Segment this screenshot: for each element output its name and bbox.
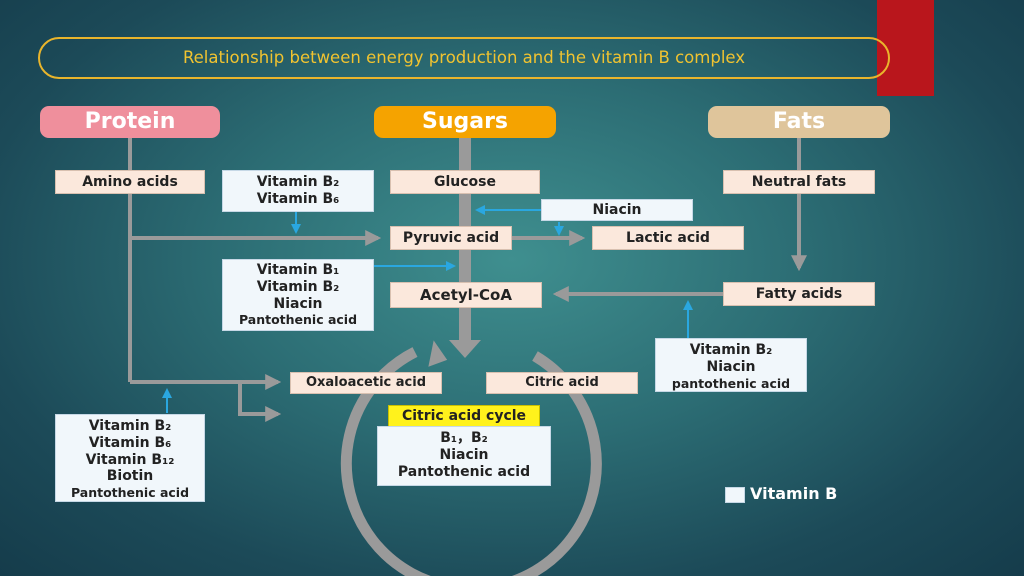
amino-acids-box: Amino acids <box>55 170 205 194</box>
fats-pathway <box>512 136 807 302</box>
citric-acid-cycle-ring <box>340 340 602 576</box>
diagram-title: Relationship between energy production a… <box>38 37 890 79</box>
fatty-acids-box: Fatty acids <box>723 282 875 306</box>
vitamin-label: Pantothenic acid <box>238 312 358 328</box>
sugars-header: Sugars <box>374 106 556 138</box>
vitamin-label: Vitamin B₆ <box>88 434 172 451</box>
cycle-cofactors-box: B₁，B₂ Niacin Pantothenic acid <box>377 426 551 486</box>
vitamin-label: Pantothenic acid <box>70 485 190 501</box>
vitamin-box-amino-acid-metabolism: Vitamin B₂ Vitamin B₆ Vitamin B₁₂ Biotin… <box>55 414 205 502</box>
vitamin-label: Vitamin B₁₂ <box>85 451 175 468</box>
legend-swatch <box>725 487 745 503</box>
vitamin-label: Vitamin B₂ <box>88 418 172 434</box>
vitamin-label: Vitamin B₂ <box>256 174 340 190</box>
vitamin-box-niacin: Niacin <box>541 199 693 221</box>
legend-label: Vitamin B <box>750 484 838 503</box>
lactic-acid-box: Lactic acid <box>592 226 744 250</box>
cofactor-label: B₁，B₂ <box>440 430 488 446</box>
glucose-box: Glucose <box>390 170 540 194</box>
citric-acid-cycle-label: Citric acid cycle <box>388 405 540 427</box>
vitamin-label: Niacin <box>273 295 323 312</box>
protein-pathway <box>128 136 382 422</box>
cofactor-label: Niacin <box>439 446 489 463</box>
pyruvic-acid-box: Pyruvic acid <box>390 226 512 250</box>
vitamin-arrows <box>162 205 693 413</box>
vitamin-label: Vitamin B₂ <box>689 342 773 358</box>
vitamin-label: Biotin <box>106 468 154 485</box>
cofactor-label: Pantothenic acid <box>397 463 531 480</box>
fats-header: Fats <box>708 106 890 138</box>
vitamin-box-beta-oxidation: Vitamin B₂ Niacin pantothenic acid <box>655 338 807 392</box>
vitamin-box-glycolysis: Vitamin B₂ Vitamin B₆ <box>222 170 374 212</box>
neutral-fats-box: Neutral fats <box>723 170 875 194</box>
citric-acid-box: Citric acid <box>486 372 638 394</box>
vitamin-label: Vitamin B₆ <box>256 190 340 207</box>
vitamin-box-pyruvate-to-acetyl: Vitamin B₁ Vitamin B₂ Niacin Pantothenic… <box>222 259 374 331</box>
acetyl-coa-box: Acetyl-CoA <box>390 282 542 308</box>
vitamin-label: Vitamin B₁ <box>256 262 340 278</box>
vitamin-label: Vitamin B₂ <box>256 278 340 295</box>
vitamin-label: Niacin <box>706 358 756 375</box>
vitamin-label: pantothenic acid <box>671 375 791 391</box>
oxaloacetic-acid-box: Oxaloacetic acid <box>290 372 442 394</box>
protein-header: Protein <box>40 106 220 138</box>
